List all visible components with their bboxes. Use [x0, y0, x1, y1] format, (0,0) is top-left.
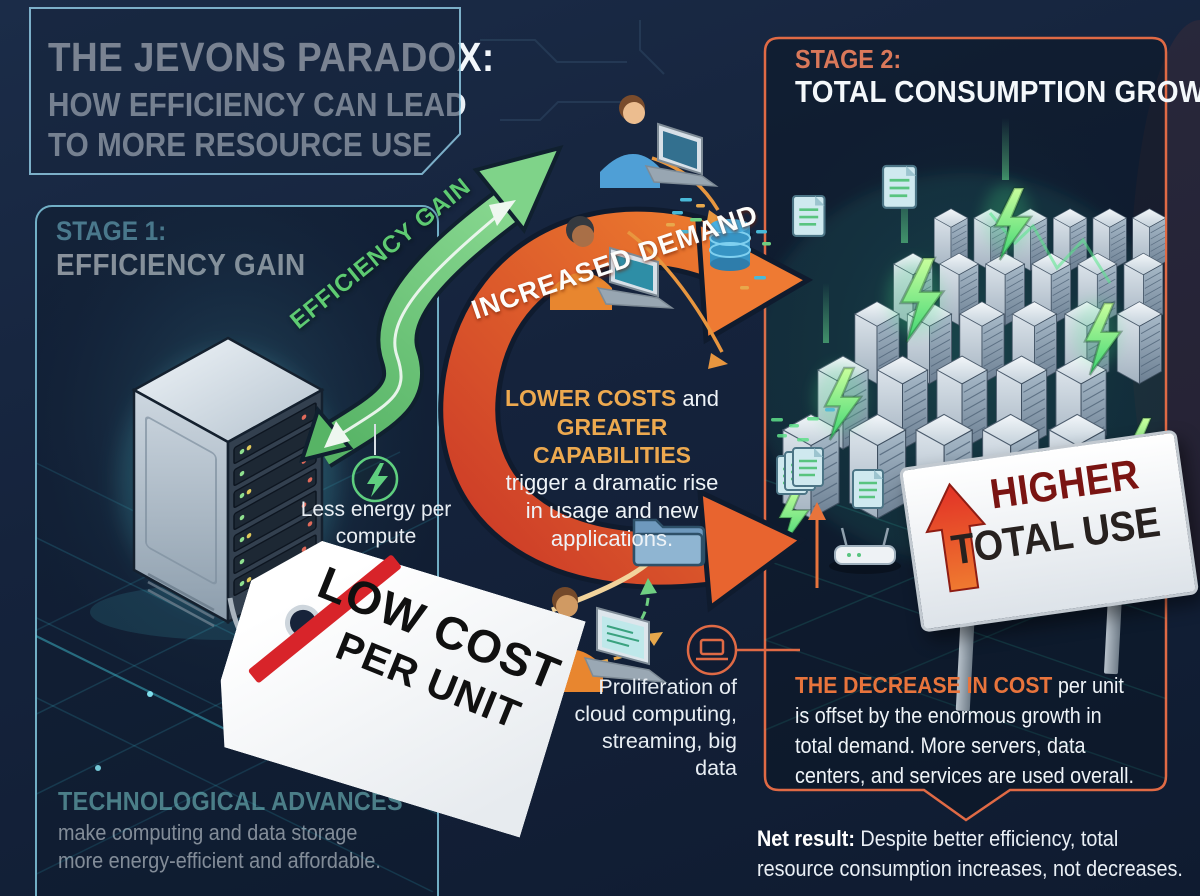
stage2-kicker: STAGE 2:: [795, 44, 902, 74]
lightning-bolt-icon: [351, 424, 399, 503]
up-arrow-icon: [808, 502, 826, 588]
sign-text: HIGHER TOTAL USE: [948, 445, 1189, 573]
laptop-circle-icon: [686, 624, 800, 676]
center-line-1: LOWER COSTS and: [504, 385, 720, 411]
signboard: HIGHER TOTAL USE: [898, 418, 1200, 718]
person-orange: [550, 216, 612, 310]
center-line-5: applications.: [550, 526, 674, 551]
stage1-footer-line1: make computing and data storage: [58, 820, 357, 846]
efficiency-arrow: [299, 145, 564, 468]
center-line-2: GREATER CAPABILITIES: [532, 414, 692, 468]
person-blue: [600, 95, 660, 188]
lightning-bolt-icon: [778, 184, 1158, 547]
net-result-line1: Net result: Despite better efficiency, t…: [757, 826, 1119, 851]
proliferation-note: Proliferation of cloud computing, stream…: [574, 675, 737, 780]
router-icon: [829, 527, 901, 574]
center-line-3: trigger a dramatic rise: [505, 470, 719, 495]
stage1-footer-heading: TECHNOLOGICAL ADVANCES: [58, 786, 403, 817]
laptop-icon: [583, 606, 668, 683]
code-dashes: [666, 198, 771, 290]
net-result-line2: resource consumption increases, not decr…: [757, 856, 1183, 881]
server-rack-icon: [118, 336, 338, 628]
laptop-icon: [644, 122, 719, 187]
title-panel-border: [29, 7, 461, 175]
database-icon: [709, 219, 751, 271]
energy-note: Less energy per compute: [300, 498, 452, 548]
laptop-icon: [596, 246, 675, 309]
stage1-footer-line2: more energy-efficient and affordable.: [58, 848, 381, 874]
stage2-body-text: THE DECREASE IN COST per unit is offset …: [795, 672, 1134, 788]
net-result: Net result: Despite better efficiency, t…: [757, 824, 1200, 884]
center-explanation: LOWER COSTS and GREATER CAPABILITIES tri…: [492, 384, 732, 553]
data-dashes: [771, 408, 835, 442]
sign-board: HIGHER TOTAL USE: [898, 429, 1200, 633]
circuit-traces: [480, 20, 665, 121]
center-line-4: in usage and new: [525, 498, 699, 523]
stage2-body-line1: THE DECREASE IN COST per unit: [795, 672, 1124, 698]
people-working-illustration: [550, 95, 771, 310]
folder-icon: [632, 518, 706, 567]
stage2-heading: TOTAL CONSUMPTION GROWS: [795, 74, 1200, 109]
up-arrow-icon: [925, 482, 987, 593]
